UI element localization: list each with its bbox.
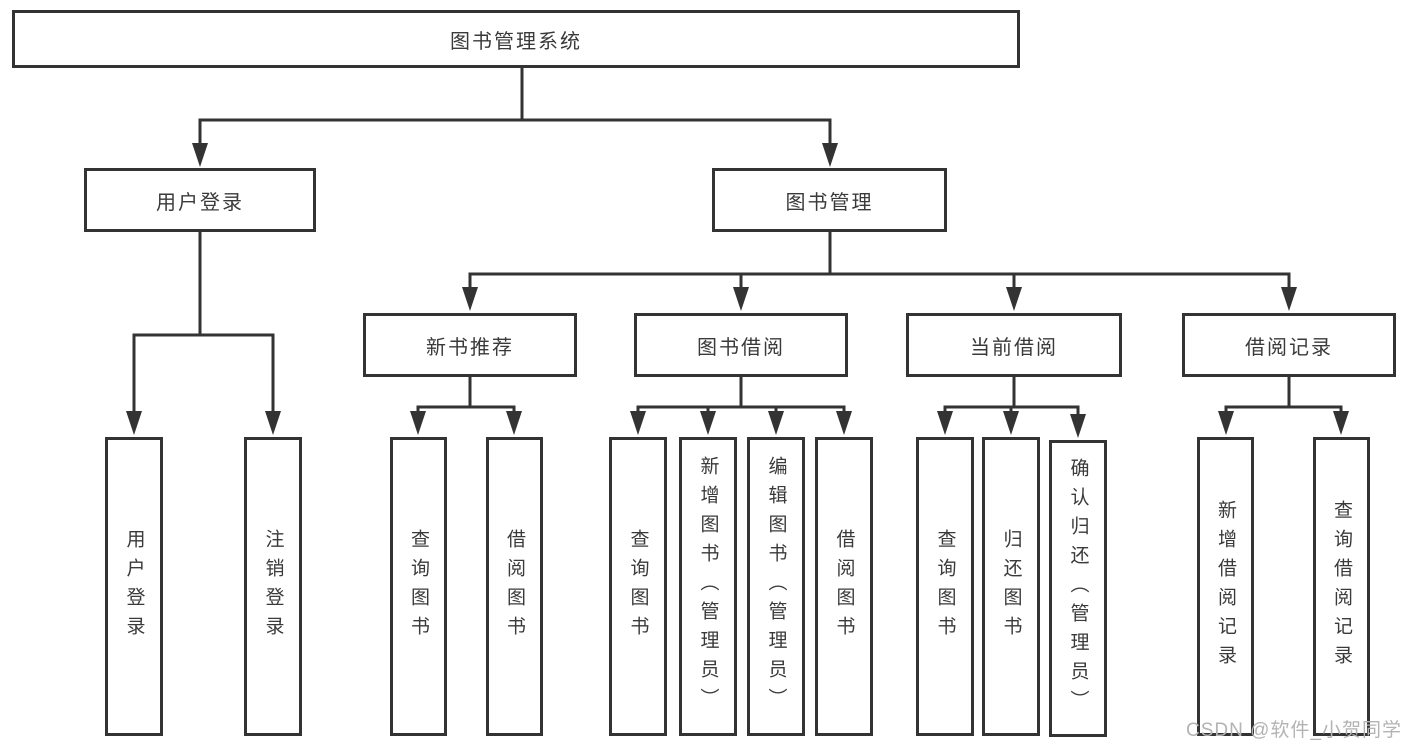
node-label: 图书管理系统 <box>450 30 582 53</box>
node-library-system-root: 图书管理系统 <box>12 10 1020 68</box>
leaf-query-books-current: 查询图书 <box>916 437 974 736</box>
node-label: 用户登录 <box>156 191 244 214</box>
leaf-label: 新增图书（管理员） <box>697 456 719 717</box>
node-book-borrowing: 图书借阅 <box>634 313 848 377</box>
leaf-add-books-admin: 新增图书（管理员） <box>679 437 737 736</box>
leaf-logout: 注销登录 <box>244 437 302 736</box>
arrowheads <box>126 143 1349 438</box>
leaf-label: 用户登录 <box>123 528 145 645</box>
node-label: 图书管理 <box>785 191 874 214</box>
leaf-label: 查询图书 <box>408 528 429 645</box>
leaf-return-books: 归还图书 <box>982 437 1040 736</box>
connector-borrow-rail <box>636 405 846 419</box>
leaf-label: 编辑图书（管理员） <box>765 456 787 717</box>
node-label: 当前借阅 <box>970 336 1058 359</box>
leaf-label: 查询图书 <box>627 528 649 645</box>
node-borrowing-records: 借阅记录 <box>1182 313 1396 377</box>
leaf-label: 确认归还（管理员） <box>1067 458 1089 719</box>
node-user-login: 用户登录 <box>84 168 316 232</box>
leaf-label: 查询图书 <box>934 528 956 645</box>
leaf-add-borrow-record: 新增借阅记录 <box>1197 437 1254 736</box>
node-new-book-recommendation: 新书推荐 <box>363 313 577 377</box>
connector-level2-rail <box>198 118 832 150</box>
leaf-query-books-recommend: 查询图书 <box>390 437 447 736</box>
leaf-label: 借阅图书 <box>504 528 525 645</box>
leaf-borrow-books: 借阅图书 <box>815 437 873 736</box>
leaf-user-login: 用户登录 <box>105 437 163 736</box>
leaf-label: 查询借阅记录 <box>1331 499 1352 674</box>
leaf-label: 归还图书 <box>1000 528 1022 645</box>
leaf-label: 注销登录 <box>262 528 284 645</box>
node-current-borrowing: 当前借阅 <box>906 313 1122 377</box>
connector-level3-rail <box>468 272 1291 294</box>
leaf-label: 新增借阅记录 <box>1215 499 1236 674</box>
node-label: 图书借阅 <box>697 336 785 359</box>
leaf-confirm-return-admin: 确认归还（管理员） <box>1049 440 1107 737</box>
node-label: 借阅记录 <box>1245 336 1333 359</box>
leaf-label: 借阅图书 <box>833 528 855 645</box>
node-label: 新书推荐 <box>426 336 514 359</box>
csdn-watermark: CSDN @软件_小贺同学 <box>1186 720 1402 741</box>
node-book-management: 图书管理 <box>712 168 947 232</box>
leaf-borrow-books-recommend: 借阅图书 <box>486 437 543 736</box>
connector-records-rail <box>1224 405 1343 419</box>
leaf-edit-books-admin: 编辑图书（管理员） <box>747 437 805 736</box>
connector-recommend-rail <box>416 405 516 419</box>
leaf-query-borrow-record: 查询借阅记录 <box>1313 437 1370 736</box>
leaf-query-books-borrow: 查询图书 <box>609 437 667 736</box>
connector-login-rail <box>132 333 275 416</box>
